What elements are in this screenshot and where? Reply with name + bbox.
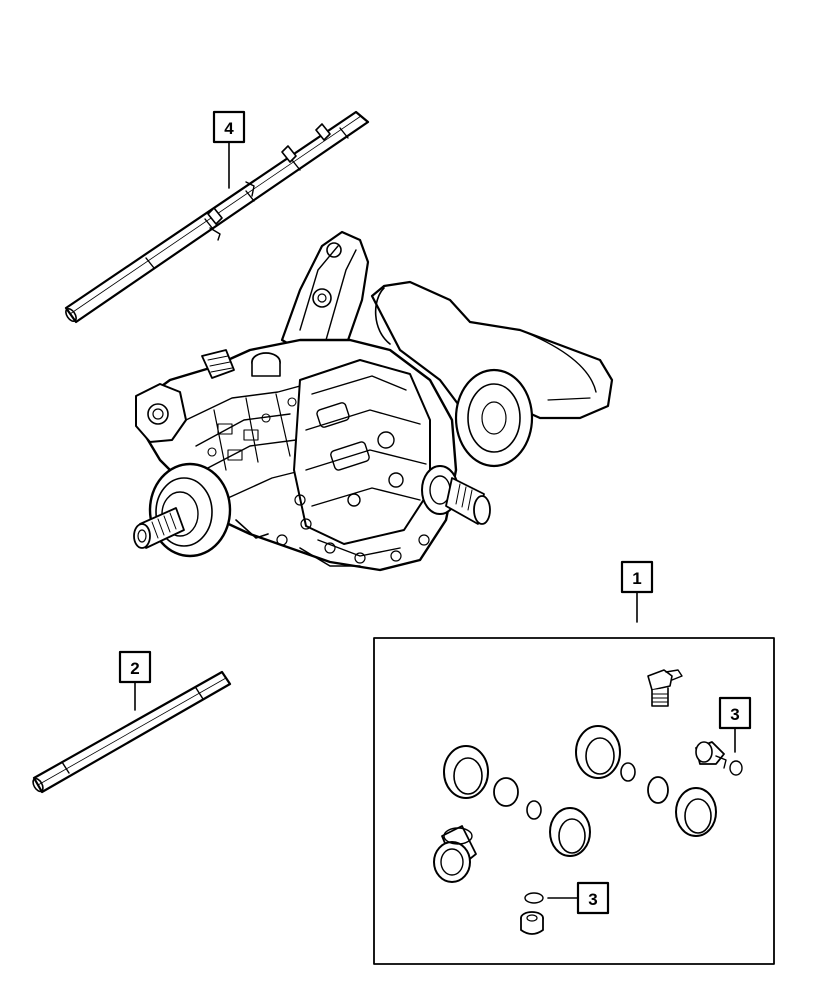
kit-o-ring-3 (620, 762, 636, 782)
callout-4: 4 (212, 110, 246, 189)
callout-1-label: 1 (632, 569, 641, 588)
callout-2: 2 (118, 650, 152, 711)
kit-seal-large-4 (675, 787, 717, 837)
part-4-shaft (64, 110, 370, 324)
kit-bushing (433, 825, 477, 883)
kit-plug-upper (695, 741, 743, 776)
kit-o-ring-2 (526, 800, 542, 820)
kit-seal-large-1 (443, 745, 489, 799)
kit-seal-large-3 (549, 807, 591, 857)
callout-3-upper-label: 3 (730, 705, 739, 724)
kit-o-ring-4 (647, 776, 669, 804)
callout-3-lower: 3 (547, 881, 610, 915)
callout-3-lower-label: 3 (588, 890, 597, 909)
callout-2-label: 2 (130, 659, 139, 678)
kit-bolt (647, 669, 683, 707)
drive-unit-assembly (133, 230, 614, 572)
callout-3-upper: 3 (718, 696, 752, 753)
callout-4-label: 4 (224, 119, 234, 138)
part-2-shaft (32, 670, 232, 794)
kit-o-ring-1 (493, 777, 519, 807)
kit-seal-large-2 (575, 725, 621, 779)
kit-o-ring-5 (524, 892, 544, 904)
callout-1: 1 (620, 560, 654, 623)
seal-kit-box (373, 637, 775, 965)
kit-plug-lower (520, 911, 544, 935)
